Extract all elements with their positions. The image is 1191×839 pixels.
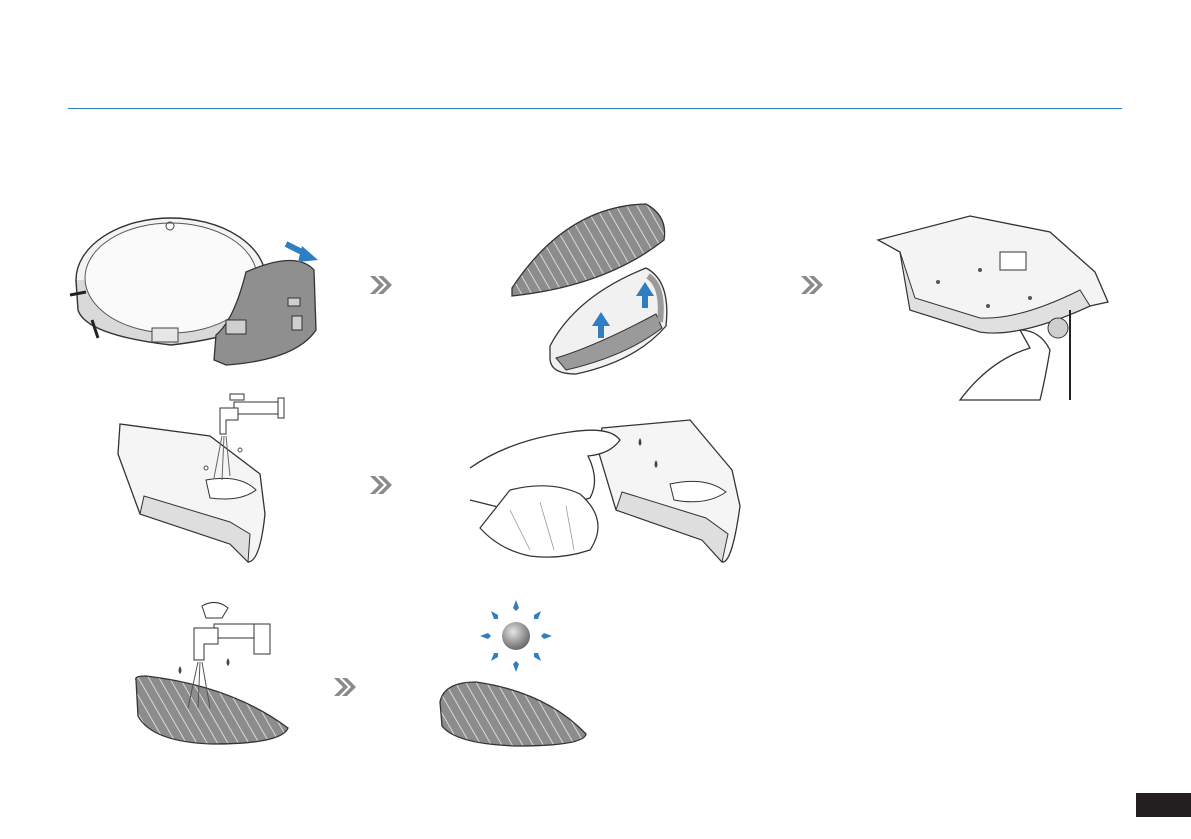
sun-icon	[480, 600, 552, 672]
tank-wipe-illustration	[470, 410, 745, 568]
step-detach-mop-pad	[506, 196, 676, 396]
chevron-right-icon	[332, 676, 358, 698]
page-number-tab	[1136, 793, 1191, 817]
faucet-icon	[194, 602, 270, 660]
chevron-right-icon	[799, 274, 825, 296]
header-divider	[68, 108, 1122, 109]
step-dry-mop-pad	[436, 596, 592, 746]
step-rinse-tank	[110, 394, 290, 566]
step-remove-water-tank	[66, 200, 336, 380]
chevron-right-icon	[368, 274, 394, 296]
step-wipe-tank	[470, 410, 745, 568]
mop-and-tank-illustration	[506, 196, 676, 396]
mop-dry-illustration	[436, 596, 592, 746]
faucet-icon	[220, 394, 284, 434]
mop-wash-illustration	[132, 596, 292, 746]
robot-vacuum-illustration	[66, 200, 336, 380]
step-wash-mop-pad	[132, 596, 292, 746]
tank-underside-illustration	[870, 210, 1115, 400]
chevron-right-icon	[368, 474, 394, 496]
step-open-drain-plug	[870, 210, 1115, 400]
tank-rinse-illustration	[110, 394, 290, 566]
